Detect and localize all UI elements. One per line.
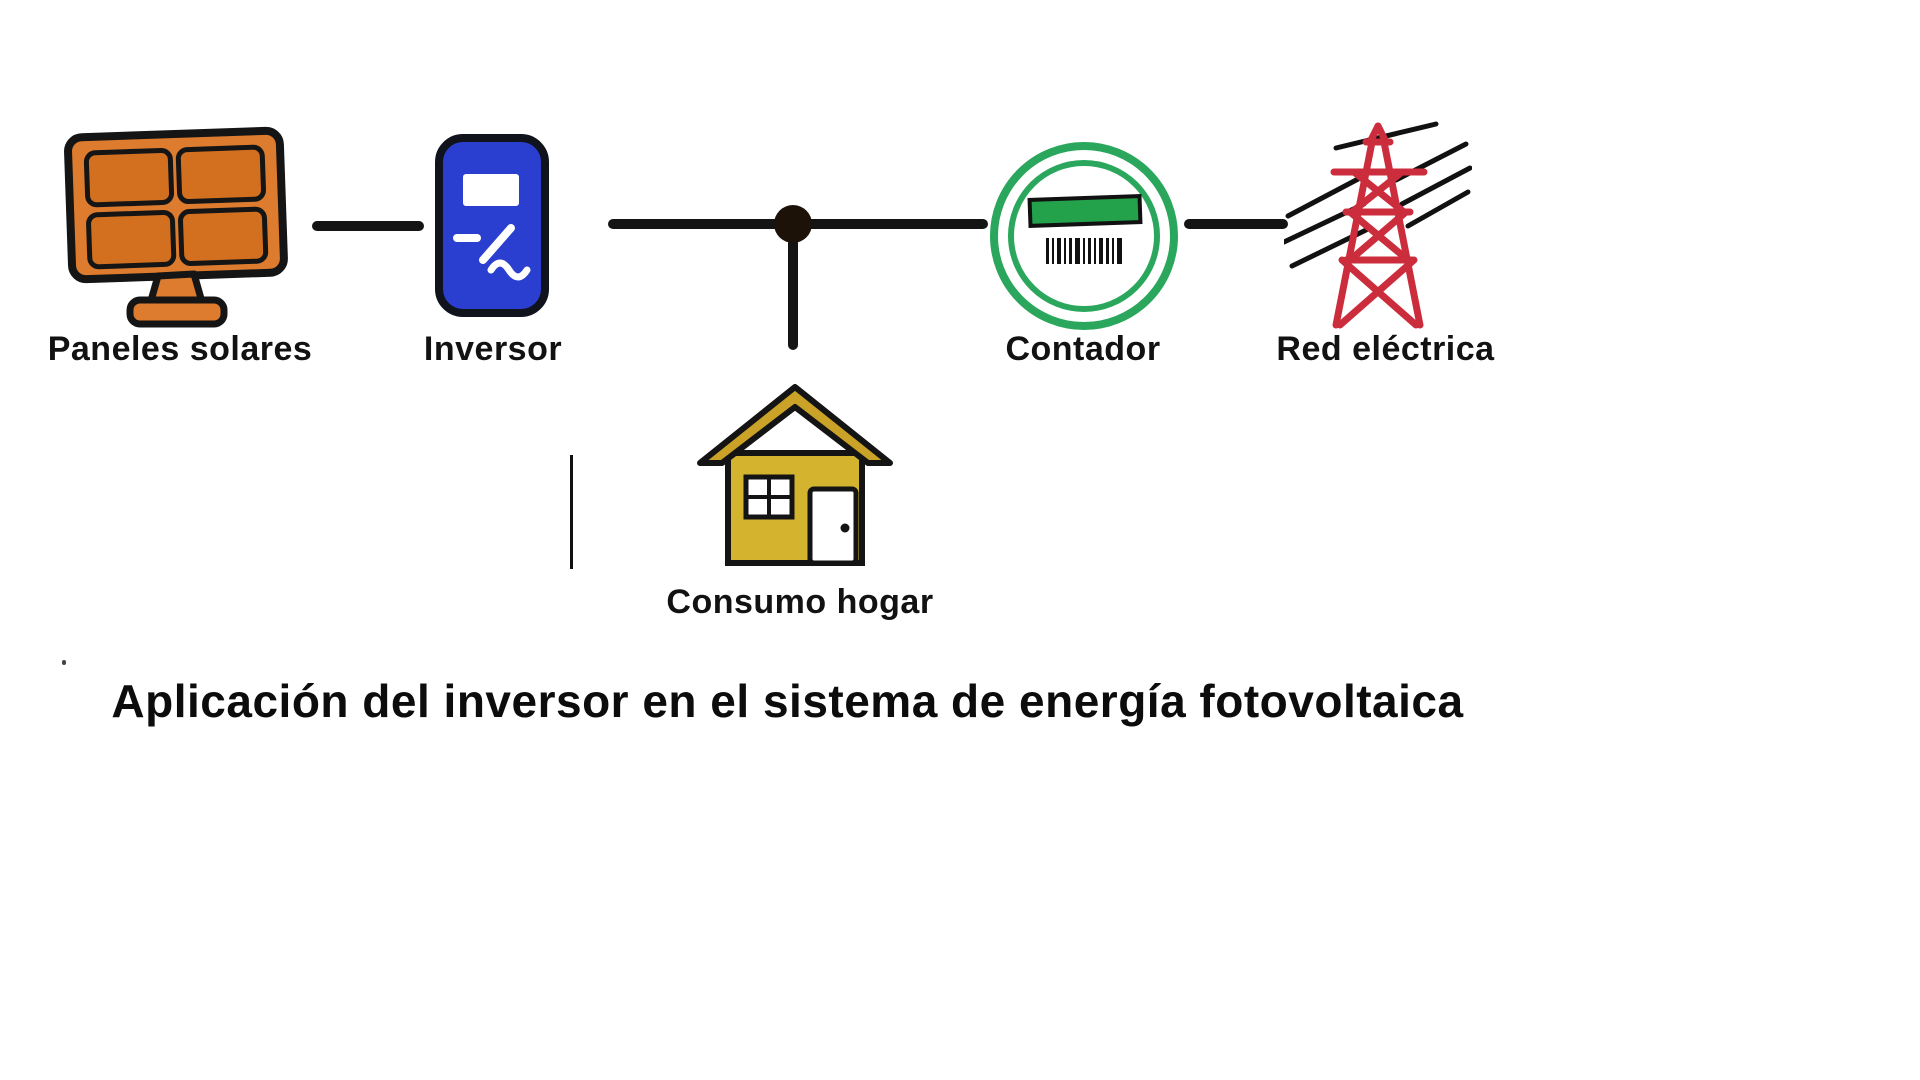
house-icon: [697, 384, 893, 566]
energy-meter-icon: [990, 142, 1178, 330]
stray-vertical-line: [570, 455, 573, 569]
connector-junction-home: [788, 238, 798, 350]
power-tower-icon: [1284, 121, 1472, 329]
connector-panels-inverter: [312, 221, 424, 231]
label-paneles-solares: Paneles solares: [47, 330, 313, 368]
connector-junction-meter: [806, 219, 988, 229]
solar-panel-icon: [64, 126, 288, 328]
junction-dot: [774, 205, 812, 243]
label-contador: Contador: [1005, 330, 1161, 368]
label-red-electrica: Red eléctrica: [1276, 330, 1495, 368]
connector-meter-grid: [1184, 219, 1288, 229]
label-inversor: Inversor: [423, 330, 563, 368]
barcode: [1046, 238, 1122, 264]
label-consumo-hogar: Consumo hogar: [666, 583, 934, 621]
diagram-title: Aplicación del inversor en el sistema de…: [111, 675, 1464, 727]
stray-mark: [62, 660, 66, 665]
inverter-icon: [435, 134, 549, 317]
connector-inverter-junction: [608, 219, 784, 229]
